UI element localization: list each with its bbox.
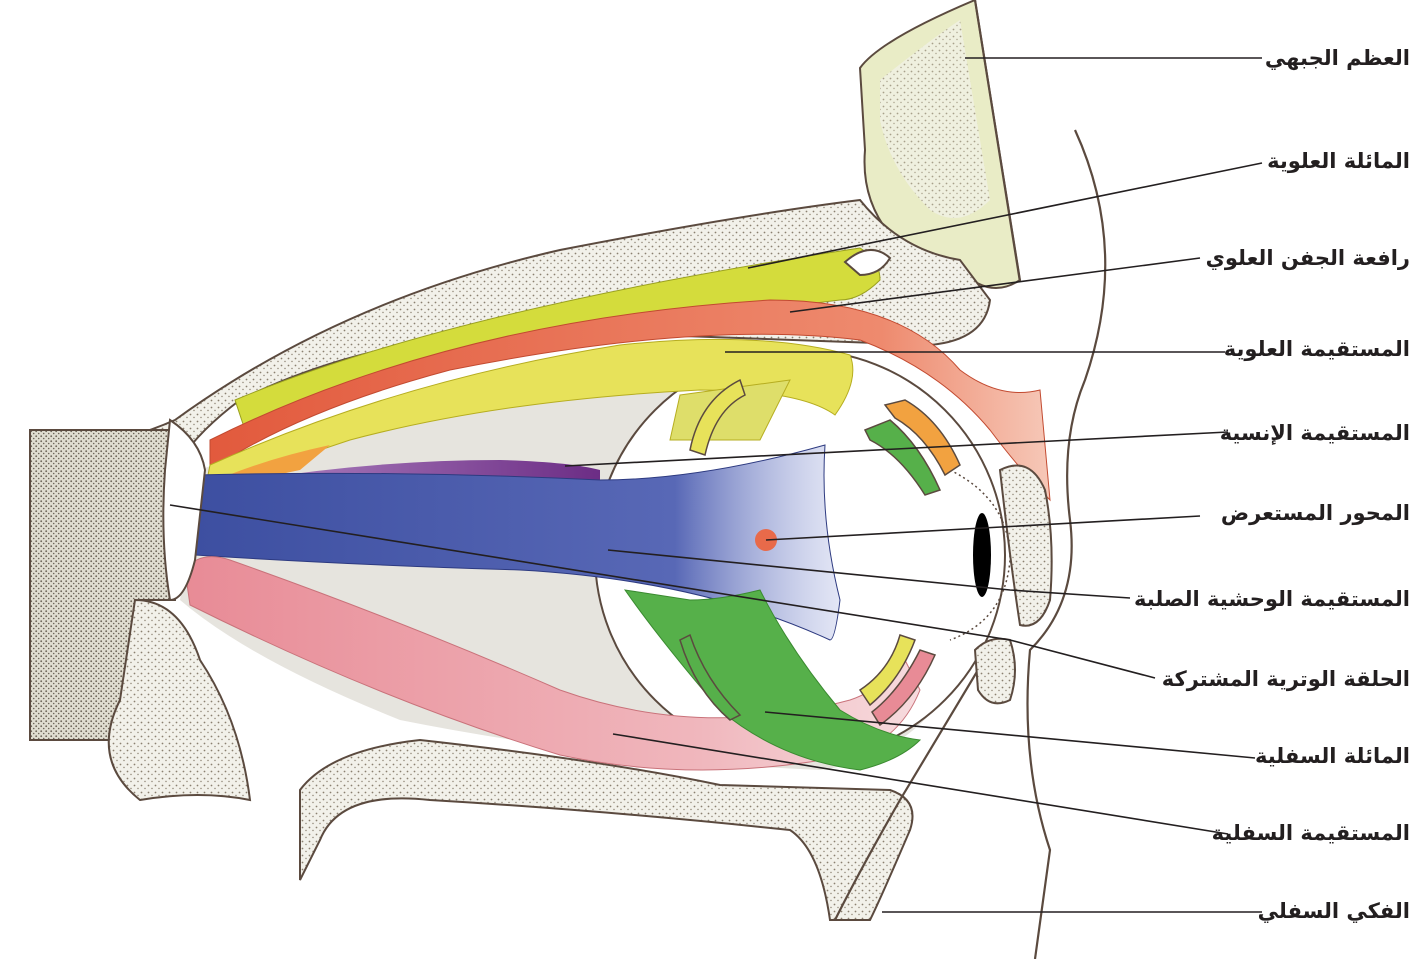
brow-outline	[973, 0, 1022, 283]
label-medial-rectus: المستقيمة الإنسية	[1220, 421, 1410, 445]
rotation-arrow-green-down	[679, 633, 742, 721]
leader-lateral-rectus	[607, 549, 1131, 599]
rotation-arrow-yellow-down	[858, 634, 916, 707]
label-maxilla: الفكي السفلي	[1258, 899, 1410, 923]
orbit-posterior-bone-lower	[107, 598, 252, 802]
pupil	[973, 513, 991, 597]
rotation-arrow-pink	[871, 649, 937, 727]
label-levator-palpebrae: رافعة الجفن العلوي	[1206, 246, 1410, 271]
leader-superior-oblique	[747, 162, 1263, 269]
lower-eyelid	[973, 637, 1016, 705]
cheek-outline	[834, 649, 991, 921]
rotation-arrow-orange	[883, 399, 961, 477]
leader-inferior-oblique	[764, 711, 1256, 759]
face-profile-outline	[1026, 129, 1107, 959]
levator-palpebrae-muscle	[209, 299, 1051, 502]
label-common-tendinous-ring: الحلقة الوترية المشتركة	[1162, 667, 1410, 691]
leader-medial-rectus	[564, 431, 1229, 467]
label-inferior-rectus: المستقيمة السفلية	[1212, 821, 1410, 845]
orbit-floor-bone	[299, 738, 914, 921]
upper-eyelid	[998, 464, 1053, 627]
label-transverse-axis: المحور المستعرض	[1221, 501, 1410, 525]
label-superior-rectus: المستقيمة العلوية	[1224, 337, 1410, 361]
label-frontal-bone: العظم الجبهي	[1265, 46, 1410, 70]
label-superior-oblique: المائلة العلوية	[1267, 149, 1410, 173]
leader-tendinous-ring	[169, 504, 1156, 679]
lateral-rectus-muscle	[178, 444, 841, 641]
leader-inferior-rectus	[612, 733, 1229, 835]
superior-oblique-pulley	[843, 249, 892, 277]
leader-levator	[789, 257, 1201, 313]
leader-transverse-axis	[765, 515, 1201, 541]
label-inferior-oblique: المائلة السفلية	[1255, 744, 1410, 768]
superior-rectus-muscle	[204, 338, 854, 491]
common-tendinous-ring	[162, 418, 207, 602]
rotation-arrow-yellow-up	[689, 378, 746, 456]
frontal-bone-stipple	[880, 20, 990, 218]
label-lateral-rectus-sclera: المستقيمة الوحشية الصلبة	[1134, 587, 1410, 611]
